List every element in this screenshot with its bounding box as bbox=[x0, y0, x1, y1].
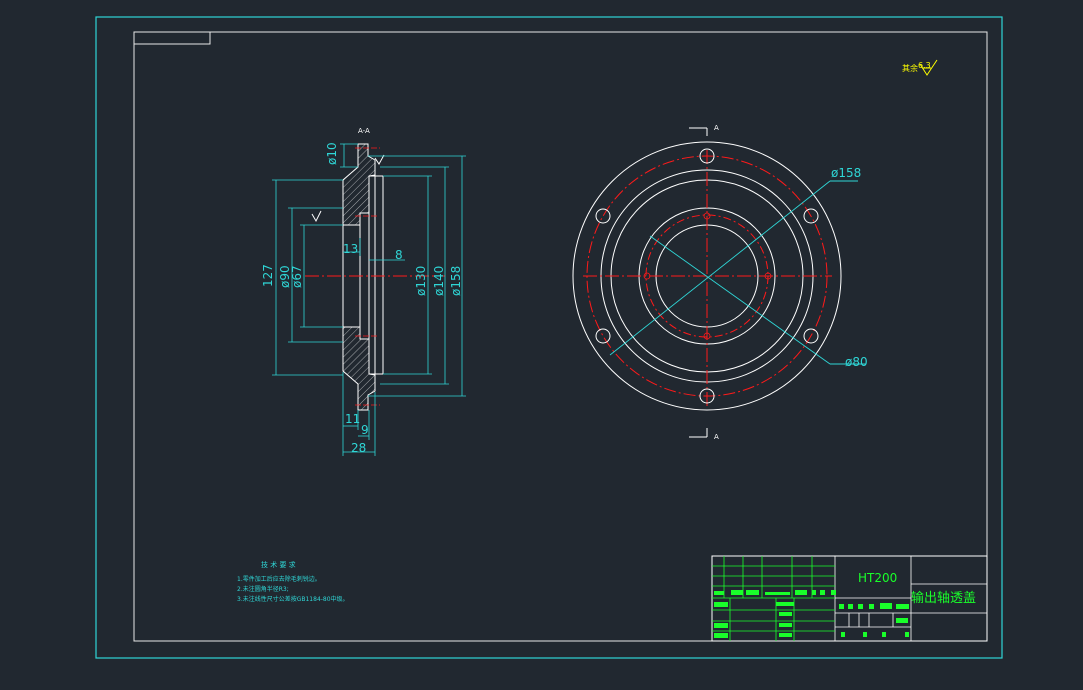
dim-9: 9 bbox=[361, 423, 369, 437]
technical-notes: 技 术 要 求 1.零件加工后应去除毛刺锐边。 2.未注圆角半径R3; 3.未注… bbox=[237, 560, 349, 603]
section-marker-top bbox=[689, 127, 708, 136]
section-body-lower bbox=[342, 326, 376, 411]
dim-d10: ø10 bbox=[325, 142, 339, 165]
dim-d158-right: ø158 bbox=[831, 166, 861, 180]
notes-title: 技 术 要 求 bbox=[261, 560, 296, 569]
section-view-a-a[interactable]: A-A bbox=[261, 127, 466, 456]
part-name: 输出轴透盖 bbox=[911, 590, 976, 606]
notes-line-1: 1.零件加工后应去除毛刺锐边。 bbox=[237, 575, 321, 583]
dim-8: 8 bbox=[395, 248, 403, 262]
dim-d90: ø90 bbox=[278, 265, 292, 288]
surface-roughness-note: 其余 6.3 bbox=[902, 59, 938, 76]
dim-127: 127 bbox=[261, 264, 275, 287]
outer-circle bbox=[572, 141, 842, 411]
notes-line-3: 3.未注线性尺寸公差按GB1184-80中级。 bbox=[237, 595, 349, 603]
inner-border bbox=[133, 31, 988, 642]
title-block[interactable]: HT200 输出轴透盖 bbox=[711, 555, 988, 642]
dim-d158-left: ø158 bbox=[449, 266, 463, 296]
section-marker-bottom bbox=[689, 428, 708, 438]
svg-text:6.3: 6.3 bbox=[918, 61, 931, 70]
front-view[interactable]: A A bbox=[572, 124, 868, 441]
section-marker-bottom-label: A bbox=[714, 433, 719, 441]
dim-28: 28 bbox=[351, 441, 366, 455]
bolt-holes bbox=[595, 148, 819, 404]
dim-d140: ø140 bbox=[432, 266, 446, 296]
outer-border bbox=[95, 16, 1003, 659]
dim-11: 11 bbox=[345, 412, 360, 426]
dim-13: 13 bbox=[343, 242, 358, 256]
dim-d80: ø80 bbox=[845, 355, 868, 369]
section-label: A-A bbox=[358, 127, 370, 135]
dim-d67: ø67 bbox=[290, 265, 304, 288]
material-label: HT200 bbox=[858, 571, 897, 585]
dim-d130: ø130 bbox=[414, 266, 428, 296]
svg-text:其余: 其余 bbox=[902, 63, 918, 73]
section-marker-top-label: A bbox=[714, 124, 719, 132]
corner-tag bbox=[133, 31, 211, 45]
notes-line-2: 2.未注圆角半径R3; bbox=[237, 585, 289, 593]
